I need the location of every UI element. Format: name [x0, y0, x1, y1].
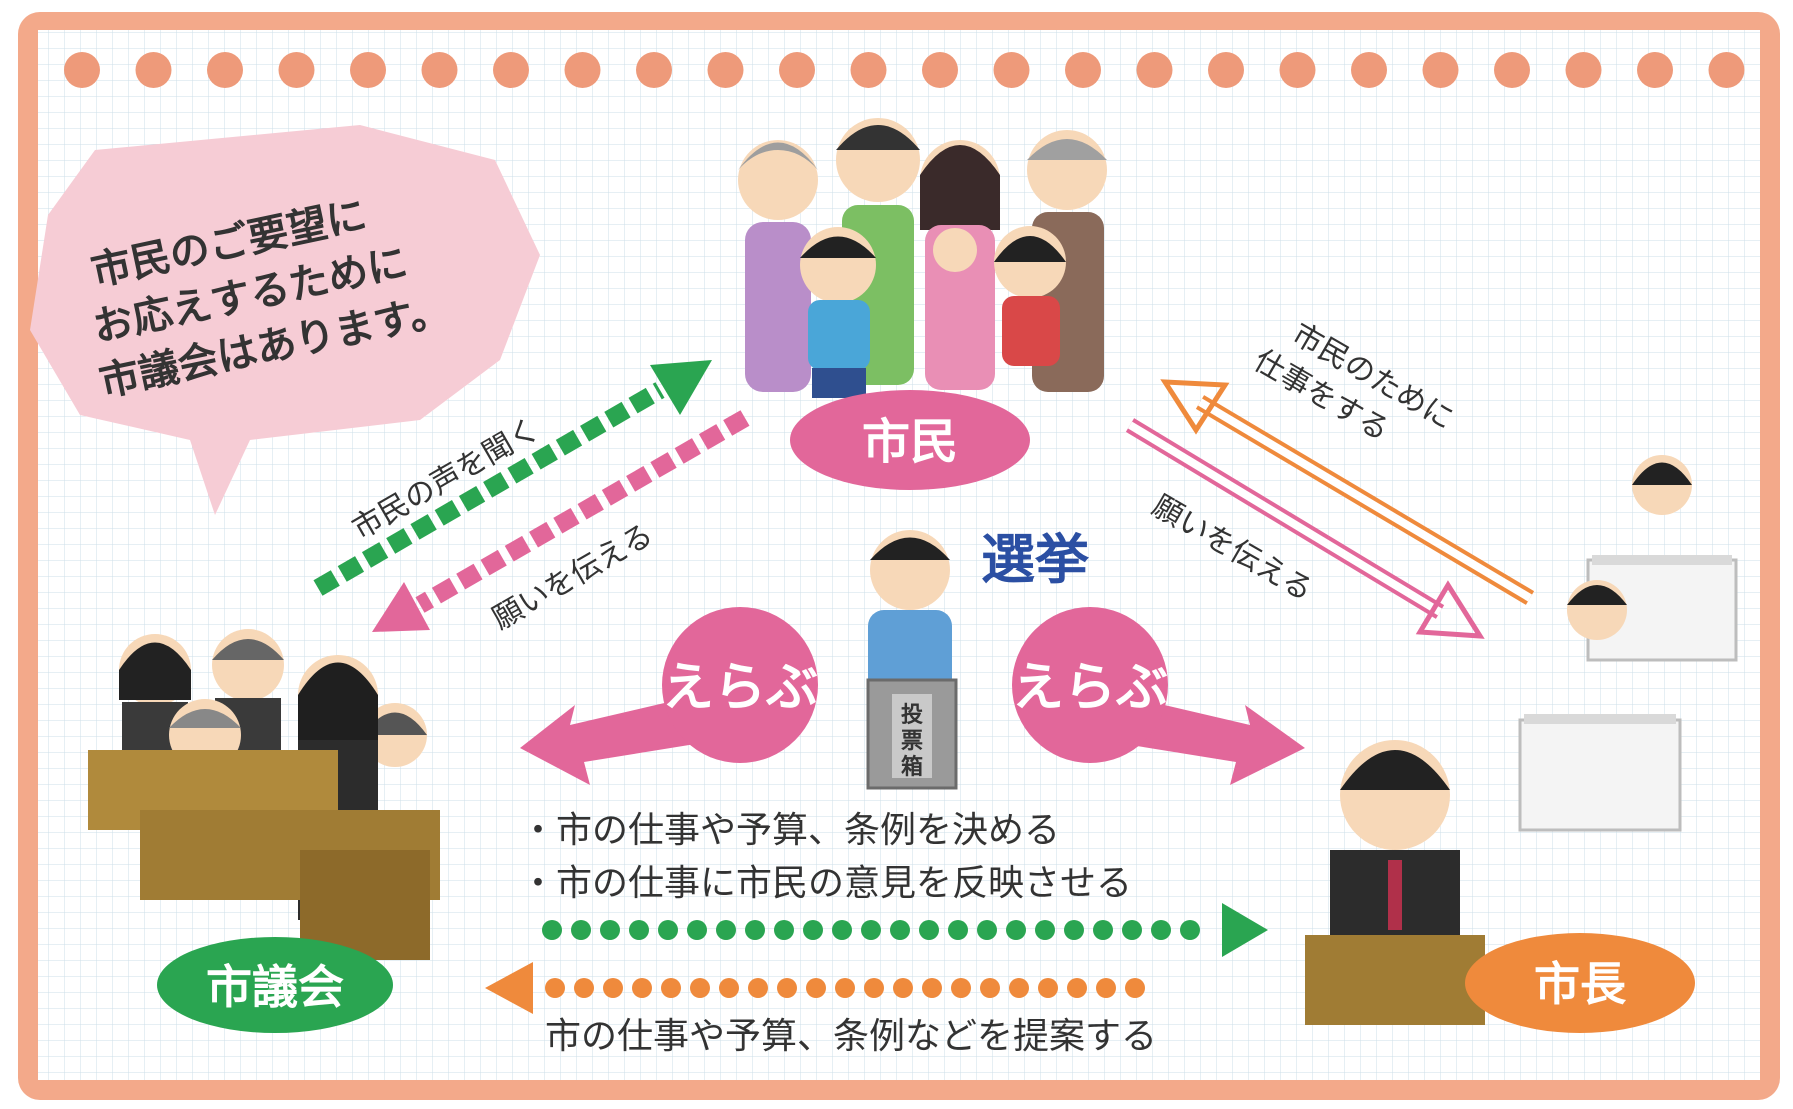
green-dot [1122, 920, 1142, 940]
green-dot [832, 920, 852, 940]
binding-hole [636, 52, 672, 88]
speech-bubble: 市民のご要望に お応えするために 市議会はあります。 [30, 125, 540, 515]
binding-hole [1494, 52, 1530, 88]
binding-hole [207, 52, 243, 88]
green-dot [890, 920, 910, 940]
green-dot [1151, 920, 1171, 940]
binding-hole [421, 52, 458, 88]
orange-dot [1067, 978, 1087, 998]
orange-dot [1038, 978, 1058, 998]
orange-dot [951, 978, 971, 998]
binding-hole [135, 52, 172, 88]
ballot-box-char-2: 票 [901, 729, 923, 754]
ballot-box-char-3: 箱 [901, 754, 923, 780]
orange-dot [719, 978, 739, 998]
citizens-label: 市民 [862, 414, 958, 470]
binding-hole [1208, 52, 1244, 88]
binding-hole [1637, 52, 1673, 88]
council-label: 市議会 [206, 960, 344, 1014]
election-label: 選挙 [981, 528, 1090, 591]
orange-dot [632, 978, 652, 998]
council-members-illustration [88, 629, 440, 960]
ballot-box: 投 票 箱 [866, 678, 958, 790]
green-dot [977, 920, 997, 940]
mayor-node: 市長 [1465, 933, 1695, 1033]
orange-dot [835, 978, 855, 998]
binding-hole [1065, 52, 1101, 88]
binding-hole [1351, 52, 1387, 88]
arrow-council-to-mayor [542, 903, 1268, 957]
mayor-illustration [1305, 740, 1485, 1025]
citizens-family-illustration [738, 118, 1107, 398]
orange-dot [1096, 978, 1116, 998]
binding-hole [493, 52, 529, 88]
mayor-role: 市の仕事や予算、条例などを提案する [545, 1016, 1157, 1057]
binding-hole [1279, 52, 1316, 88]
orange-dot [777, 978, 797, 998]
binding-hole [1136, 52, 1173, 88]
green-dot [803, 920, 823, 940]
binding-hole [1708, 52, 1745, 88]
choose-left-label: えらぶ [662, 658, 818, 718]
council-node: 市議会 [157, 937, 393, 1033]
council-roles: ・市の仕事や予算、条例を決める ・市の仕事に市民の意見を反映させる [520, 810, 1132, 904]
mayor-label: 市長 [1534, 957, 1627, 1011]
green-dot [919, 920, 939, 940]
arrow-mayor-to-council [485, 962, 1145, 1014]
green-dot [1180, 920, 1200, 940]
green-dot [600, 920, 620, 940]
green-dot [1064, 920, 1084, 940]
orange-dot [545, 978, 565, 998]
green-dot [861, 920, 881, 940]
orange-dot [893, 978, 913, 998]
council-role-2: ・市の仕事に市民の意見を反映させる [520, 863, 1132, 904]
orange-dot [690, 978, 710, 998]
green-dot [774, 920, 794, 940]
choose-right-arrow: えらぶ [1012, 607, 1305, 785]
orange-dot [922, 978, 942, 998]
citizens-node: 市民 [790, 390, 1030, 490]
binding-hole [707, 52, 744, 88]
binding-hole [350, 52, 386, 88]
city-staff-illustration [1518, 455, 1738, 832]
binding-hole [564, 52, 601, 88]
orange-dot [806, 978, 826, 998]
green-dot [687, 920, 707, 940]
binding-hole [278, 52, 315, 88]
orange-dot [574, 978, 594, 998]
green-dot [1006, 920, 1026, 940]
binding-hole [922, 52, 958, 88]
orange-dot [980, 978, 1000, 998]
council-role-1: ・市の仕事や予算、条例を決める [520, 810, 1060, 851]
orange-dot [748, 978, 768, 998]
green-dot [1035, 920, 1055, 940]
binding-holes [64, 52, 1745, 88]
green-dot [716, 920, 736, 940]
binding-hole [64, 52, 100, 88]
binding-hole [850, 52, 887, 88]
green-dot [948, 920, 968, 940]
arrowhead-mayor-to-council [485, 962, 533, 1014]
choose-right-label: えらぶ [1012, 658, 1168, 718]
binding-hole [779, 52, 815, 88]
binding-hole [1565, 52, 1602, 88]
orange-dot [661, 978, 681, 998]
green-dot [542, 920, 562, 940]
green-dot [571, 920, 591, 940]
ballot-box-char-1: 投 [901, 703, 923, 728]
orange-dot [864, 978, 884, 998]
green-dot [1093, 920, 1113, 940]
choose-left-arrow: えらぶ [520, 607, 818, 785]
binding-hole [1422, 52, 1459, 88]
green-dot [745, 920, 765, 940]
arrowhead-council-to-mayor [1222, 903, 1268, 957]
green-dot [658, 920, 678, 940]
orange-dot [1009, 978, 1029, 998]
orange-dot [1125, 978, 1145, 998]
orange-dot [603, 978, 623, 998]
binding-hole [993, 52, 1030, 88]
green-dot [629, 920, 649, 940]
